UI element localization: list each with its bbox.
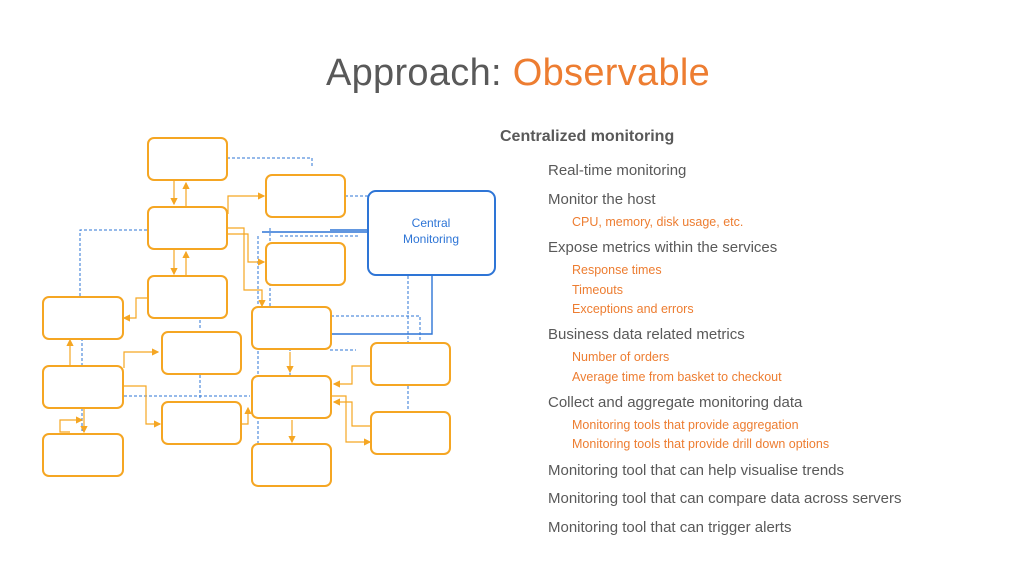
service-box	[147, 275, 228, 319]
list-item: Real-time monitoring	[548, 162, 687, 179]
list-item: Business data related metrics	[548, 326, 745, 343]
service-box	[161, 401, 242, 445]
slide-title: Approach: Observable	[0, 52, 1024, 95]
list-subitem: Exceptions and errors	[572, 302, 694, 316]
central-links	[262, 229, 433, 335]
service-box	[370, 342, 451, 386]
list-item: Monitoring tool that can help visualise …	[548, 462, 845, 479]
list-subitem: CPU, memory, disk usage, etc.	[572, 215, 744, 229]
service-box	[370, 411, 451, 455]
central-monitoring-box	[367, 190, 496, 276]
service-box	[265, 242, 346, 286]
list-subitem: Response times	[572, 263, 662, 277]
list-subitem: Monitoring tools that provide aggregatio…	[572, 418, 799, 432]
list-subitem: Monitoring tools that provide drill down…	[572, 437, 830, 451]
service-box	[161, 331, 242, 375]
microservices-diagram: Central Monitoring	[42, 137, 496, 487]
list-item: Monitor the host	[548, 191, 656, 208]
service-box	[251, 443, 332, 487]
central-label-line2: Monitoring	[403, 232, 459, 246]
list-item: Monitoring tool that can compare data ac…	[548, 490, 902, 507]
title-prefix: Approach:	[325, 52, 513, 94]
service-box	[42, 296, 124, 340]
list-item: Monitoring tool that can trigger alerts	[548, 519, 792, 536]
service-box	[251, 375, 332, 419]
service-box	[147, 137, 228, 181]
service-box	[251, 306, 332, 350]
central-label-line1: Central	[412, 216, 451, 230]
list-item: Collect and aggregate monitoring data	[548, 394, 803, 411]
list-subitem: Timeouts	[572, 283, 623, 297]
service-box	[147, 206, 228, 250]
service-links	[59, 181, 372, 446]
service-box	[265, 174, 346, 218]
service-box	[42, 433, 124, 477]
list-heading: Centralized monitoring	[500, 128, 675, 145]
list-item: Expose metrics within the services	[548, 239, 778, 256]
list-subitem: Number of orders	[572, 350, 670, 364]
list-subitem: Average time from basket to checkout	[572, 370, 782, 384]
service-box	[42, 365, 124, 409]
title-accent: Observable	[512, 52, 711, 94]
